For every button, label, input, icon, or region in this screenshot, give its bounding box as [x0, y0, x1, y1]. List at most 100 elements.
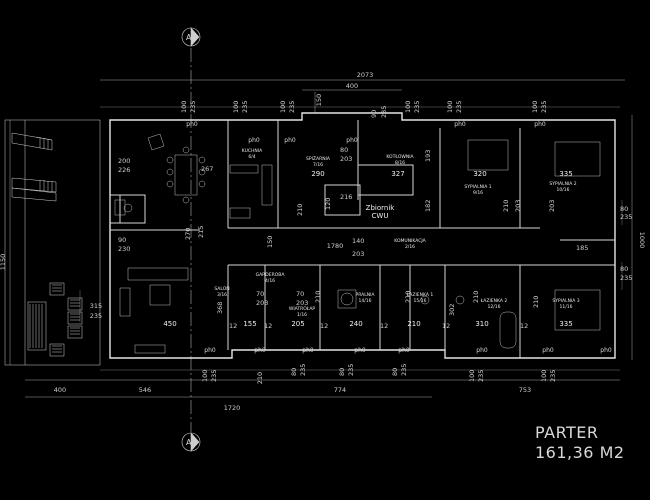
- room-kotlownia-num: 8/16: [395, 160, 405, 166]
- room-pralnia-name: PRALNIA: [355, 292, 375, 298]
- dim-label: 235: [400, 364, 408, 376]
- room-sypialnia3-name: SYPIALNIA 3: [552, 298, 579, 304]
- dim-label: 368: [216, 302, 224, 314]
- room-spizarnia-num: 7/16: [313, 162, 323, 168]
- dim-label: 100: [446, 101, 454, 113]
- room-wiatrolap-area: 205: [291, 320, 304, 328]
- room-garderoba-area: 155: [243, 320, 256, 328]
- label-ph0: ph0: [534, 121, 546, 128]
- label-ph0: ph0: [454, 121, 466, 128]
- dim-label: 210: [296, 204, 304, 216]
- room-salon-num: 3/16: [217, 292, 227, 298]
- section-marker-letter-top: A: [186, 33, 192, 42]
- dim-label: 100: [531, 101, 539, 113]
- section-marker-bottom: [181, 432, 201, 452]
- dim-label: 100: [540, 370, 548, 382]
- dim-label: 203: [514, 200, 522, 212]
- dim-label: 235: [620, 274, 632, 282]
- dim-label: 80: [340, 146, 348, 154]
- dim-entrance-depth: 150: [315, 94, 323, 106]
- dim-label: 12: [520, 322, 528, 330]
- dim-label: 203: [256, 299, 268, 307]
- dim-label: 235: [549, 370, 557, 382]
- dim-label: 80: [338, 368, 346, 376]
- room-lazienka2-area: 310: [475, 320, 488, 328]
- dim-label: 235: [347, 364, 355, 376]
- sunbed-1: [11, 132, 53, 151]
- dim-entrance-width: 400: [346, 82, 358, 90]
- dim-terrace-depth: 1150: [0, 254, 7, 271]
- label-ph0: ph0: [346, 137, 358, 144]
- room-lazienka1-name: ŁAZIENKA 1: [406, 292, 434, 298]
- dim-label: 120: [324, 198, 332, 210]
- dim-label: 193: [424, 150, 432, 162]
- room-sypialnia1-num: 9/16: [473, 190, 483, 196]
- label-ph0: ph0: [254, 347, 266, 354]
- dim-label: 100: [201, 370, 209, 382]
- dim-label: 215: [197, 226, 205, 238]
- dim-bottom-left: 400: [54, 386, 66, 394]
- room-zbiornik-name: Zbiornik: [366, 204, 396, 212]
- dim-bottom-total: 1720: [224, 404, 241, 412]
- room-kuchnia-name: KUCHNIA: [242, 148, 263, 154]
- room-garderoba-num: 4/16: [265, 278, 275, 284]
- garden-table: [27, 301, 47, 351]
- exterior-walls: [109, 112, 616, 359]
- dim-label: 70: [296, 290, 304, 298]
- room-kuchnia-num: 6/4: [248, 154, 255, 160]
- label-ph0: ph0: [204, 347, 216, 354]
- room-spizarnia-name: SPIŻARNIA: [306, 155, 331, 162]
- label-ph0: ph0: [186, 121, 198, 128]
- label-ph0: ph0: [248, 137, 260, 144]
- dim-label: 235: [380, 106, 388, 118]
- dim-label: 210: [404, 291, 412, 303]
- dim-bottom-1: 546: [139, 386, 151, 394]
- room-lazienka2-num: 12/16: [488, 304, 501, 310]
- dim-label: 100: [232, 101, 240, 113]
- dim-overall-depth: 1000: [638, 232, 646, 249]
- dim-label: 235: [477, 370, 485, 382]
- garden-chairs: [49, 282, 83, 357]
- interior-walls: [109, 120, 615, 358]
- dim-label: 150: [266, 236, 274, 248]
- dim-label: 80: [620, 205, 628, 213]
- terrace: [4, 119, 101, 366]
- room-spizarnia-area: 290: [311, 170, 324, 178]
- room-sypialnia3-area: 335: [559, 320, 572, 328]
- dim-label: 235: [620, 213, 632, 221]
- label-ph0: ph0: [476, 347, 488, 354]
- dim-label: 235: [413, 101, 421, 113]
- dim-label: 230: [118, 245, 130, 253]
- sunbed-2: [11, 177, 57, 193]
- room-wiatrolap-name: WIATROŁAP: [289, 306, 316, 312]
- dim-label: 100: [404, 101, 412, 113]
- dim-label: 226: [118, 166, 130, 174]
- dim-label: 210: [314, 291, 322, 303]
- dim-label: 182: [424, 200, 432, 212]
- label-ph0: ph0: [398, 347, 410, 354]
- dim-label: 210: [472, 291, 480, 303]
- dim-label: 210: [532, 296, 540, 308]
- room-kotlownia-name: KOTŁOWNIA: [386, 154, 414, 160]
- dim-label: 70: [256, 290, 264, 298]
- room-sypialnia1-area: 320: [473, 170, 486, 178]
- room-salon-name: SALON: [214, 286, 229, 292]
- section-marker-top: [181, 27, 201, 47]
- dim-terrace-h: 235: [90, 312, 102, 320]
- dim-label: 185: [576, 244, 588, 252]
- room-sypialnia3-num: 11/16: [560, 304, 573, 310]
- dim-label: 203: [352, 250, 364, 258]
- dim-label: 12: [264, 322, 272, 330]
- dim-label: 100: [180, 101, 188, 113]
- plan-title: PARTER 161,36 M2: [535, 423, 625, 463]
- dim-bottom-3: 774: [334, 386, 346, 394]
- room-sypialnia1-name: SYPIALNIA 1: [464, 184, 491, 190]
- room-sypialnia2-num: 10/16: [557, 187, 570, 193]
- dim-hall-length: 1780: [327, 242, 344, 250]
- dim-label: 235: [189, 101, 197, 113]
- dim-label: 235: [241, 101, 249, 113]
- dim-label: 12: [320, 322, 328, 330]
- dim-label: 100: [468, 370, 476, 382]
- room-wiatrolap-num: 1/16: [297, 312, 307, 318]
- label-ph0: ph0: [284, 137, 296, 144]
